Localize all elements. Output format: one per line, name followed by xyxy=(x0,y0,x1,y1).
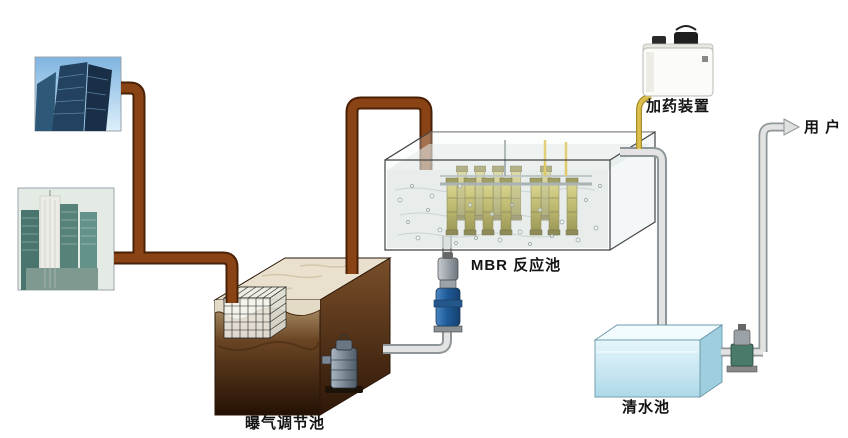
dosing-handle xyxy=(675,25,697,31)
front-shadow-wave xyxy=(217,341,319,351)
motor-cap xyxy=(443,252,453,259)
edge-highlight xyxy=(83,61,89,131)
dosing-knob xyxy=(702,56,708,62)
water-surface xyxy=(387,144,650,170)
sewage-pipe-inner xyxy=(114,83,237,303)
grid-lines-side xyxy=(269,294,287,331)
air-risers xyxy=(543,140,568,176)
glass-side-face xyxy=(610,132,655,250)
label-clean-water-tank: 清水池 xyxy=(622,398,670,416)
mbr-tank xyxy=(384,130,656,251)
window-lines xyxy=(22,211,96,251)
dosing-device xyxy=(642,25,714,97)
white-tower-lines xyxy=(44,198,56,288)
pump-motor xyxy=(437,257,459,281)
dosing-body xyxy=(642,47,714,97)
pump-ribs xyxy=(331,359,357,381)
submersible-pump xyxy=(321,334,363,393)
label-users: 用 户 xyxy=(804,118,841,136)
tank-front-face xyxy=(594,339,701,398)
tank-edges xyxy=(384,130,656,251)
sewage-pipe-transfer xyxy=(345,96,433,274)
pump-motor xyxy=(733,329,751,346)
labels: 曝气调节池 MBR 反应池 加药装置 清水池 用 户 xyxy=(245,97,841,432)
lifting-hook xyxy=(339,334,349,339)
glass-front-face xyxy=(385,160,610,250)
clean-water-tank xyxy=(593,324,724,398)
outflow-arrow xyxy=(783,118,801,136)
pump-outlet xyxy=(321,355,332,365)
lift-pump xyxy=(433,252,463,333)
dosing-shading xyxy=(646,52,654,92)
label-aeration-tank: 曝气调节池 xyxy=(245,414,325,432)
label-mbr-tank: MBR 反应池 xyxy=(471,256,561,274)
sewage-pipe-main xyxy=(114,81,239,303)
label-dosing-device: 加药装置 xyxy=(645,97,710,115)
low-building xyxy=(26,268,98,290)
clean-water-pump xyxy=(726,324,758,373)
grid-lines-front xyxy=(224,298,270,338)
dosing-pipe xyxy=(636,93,652,149)
effluent-pipe xyxy=(620,147,667,330)
aeration-bubbles xyxy=(397,183,602,246)
pump-flange xyxy=(433,325,463,333)
residential-buildings-photo xyxy=(17,187,115,291)
grid-lines-top xyxy=(231,286,280,299)
pump-cap xyxy=(335,339,353,351)
glass-top-face xyxy=(385,132,655,160)
pump-base xyxy=(726,365,758,373)
city-buildings-photo xyxy=(34,56,122,132)
tower-right xyxy=(84,64,112,131)
pump-body xyxy=(330,347,358,389)
screen-grid xyxy=(222,286,288,339)
window-lines xyxy=(52,73,109,115)
pump-band xyxy=(433,299,463,308)
motor-cap xyxy=(738,324,746,330)
pump-body xyxy=(730,343,754,367)
tower-left xyxy=(35,72,56,131)
